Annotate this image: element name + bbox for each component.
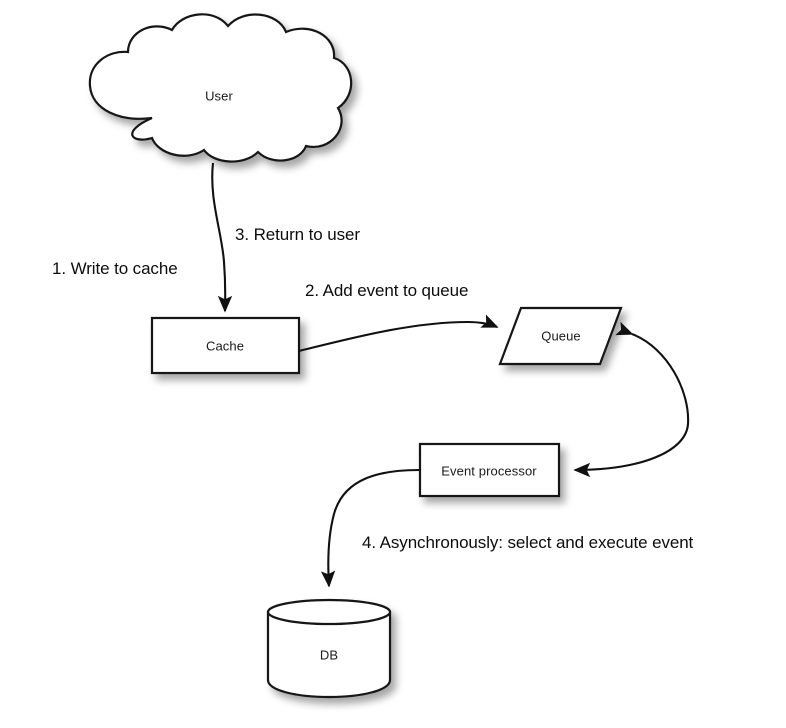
node-cache[interactable] <box>150 316 301 375</box>
node-user[interactable] <box>88 13 353 163</box>
node-label-queue: Queue <box>541 328 581 344</box>
node-label-db: DB <box>319 647 339 663</box>
edge-label-async-select-execute: 4. Asynchronously: select and execute ev… <box>362 533 694 552</box>
edge-add-event-to-queue[interactable] <box>298 314 499 353</box>
edge-write-to-cache[interactable] <box>211 162 233 313</box>
node-db[interactable] <box>266 598 392 699</box>
edge-label-write-to-cache: 1. Write to cache <box>52 259 178 278</box>
edge-queue-processor-loop[interactable] <box>573 321 690 478</box>
edge-async-select-execute[interactable] <box>320 468 420 588</box>
edge-label-return-to-user: 3. Return to user <box>235 225 360 244</box>
node-event-processor[interactable] <box>418 442 561 498</box>
edge-label-add-event-to-queue: 2. Add event to queue <box>305 281 469 300</box>
node-label-user: User <box>205 88 233 104</box>
node-label-cache: Cache <box>205 338 245 354</box>
node-label-event-processor: Event processor <box>441 463 537 479</box>
